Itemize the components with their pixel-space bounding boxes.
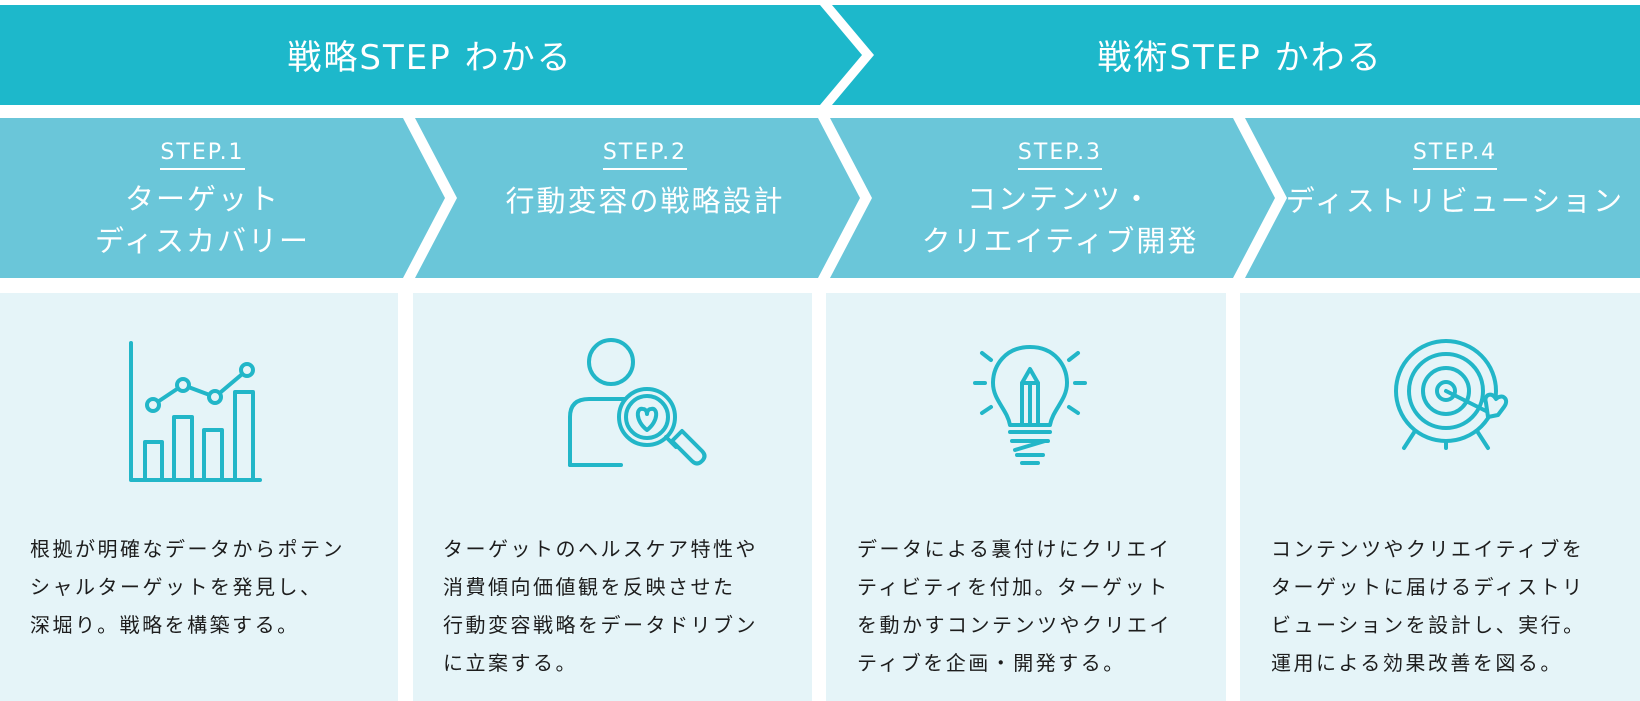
step-number: STEP.1 <box>160 140 245 170</box>
card-2 <box>413 293 812 701</box>
step-header-2: STEP.2 行動変容の戦略設計 <box>440 140 850 222</box>
step-number: STEP.2 <box>602 140 688 170</box>
step-title: ターゲット ディスカバリー <box>95 182 310 258</box>
phase-band-2 <box>832 5 1640 105</box>
step-header-4: STEP.4 ディストリビューション <box>1270 140 1640 222</box>
step-title: コンテンツ・ クリエイティブ開発 <box>921 182 1199 258</box>
card-4 <box>1240 293 1640 701</box>
bar-line-chart-icon <box>129 341 262 482</box>
step-description-1: 根拠が明確なデータからポテン シャルターゲットを発見し、 深堀り。戦略を構築する… <box>30 537 345 637</box>
phase-band-1 <box>0 5 862 105</box>
step-band-3 <box>830 118 1275 278</box>
target-arrow-icon <box>1394 339 1509 450</box>
phase-title-tactics: 戦術STEP かわる <box>1097 38 1383 78</box>
step-number: STEP.4 <box>1412 140 1498 170</box>
phase-title-strategy: 戦略STEP わかる <box>287 38 573 78</box>
step-description-3: データによる裏付けにクリエイ ティビティを付加。ターゲット を動かすコンテンツや… <box>857 537 1172 675</box>
lightbulb-pencil-icon <box>973 345 1087 465</box>
step-band-2 <box>415 118 860 278</box>
step-band-4 <box>1245 118 1640 278</box>
card-1 <box>0 293 398 701</box>
step-band-1 <box>0 118 445 278</box>
step-number: STEP.3 <box>1017 140 1103 170</box>
person-heart-magnifier-icon <box>568 338 707 467</box>
step-header-1: STEP.1 ターゲット ディスカバリー <box>0 140 405 262</box>
card-3 <box>826 293 1226 701</box>
step-description-2: ターゲットのヘルスケア特性や 消費傾向価値観を反映させた 行動変容戦略をデータド… <box>443 537 758 675</box>
step-title: ディストリビューション <box>1285 184 1625 218</box>
step-description-4: コンテンツやクリエイティブを ターゲットに届けるディストリ ビューションを設計し… <box>1271 537 1586 675</box>
step-header-3: STEP.3 コンテンツ・ クリエイティブ開発 <box>855 140 1265 262</box>
step-title: 行動変容の戦略設計 <box>505 184 785 218</box>
